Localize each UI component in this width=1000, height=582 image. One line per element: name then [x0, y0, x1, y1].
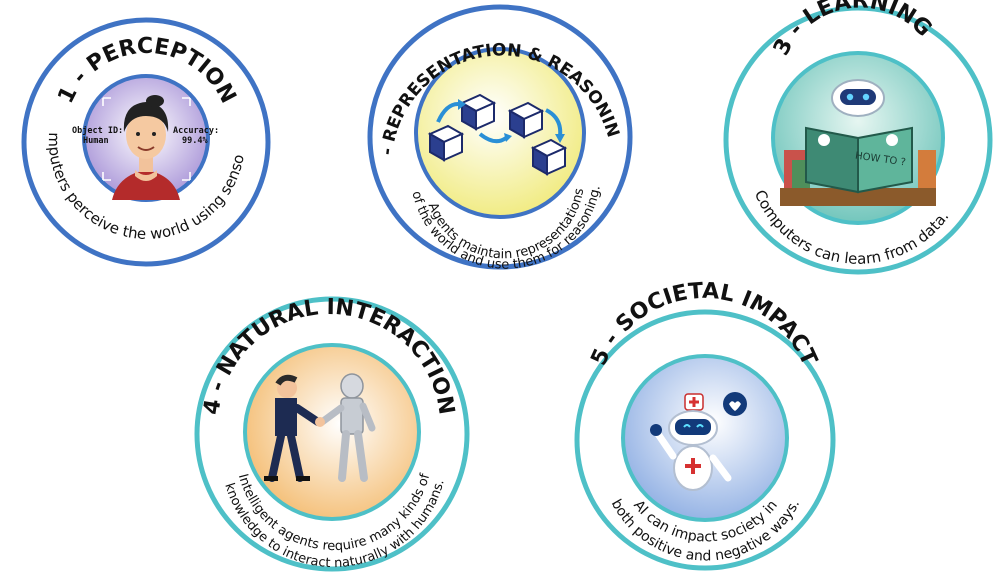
overlay-accuracy-value: 99.4% — [182, 136, 208, 146]
svg-text:99.4%: 99.4% — [182, 136, 208, 146]
badge-natural-interaction: 4 - NATURAL INTERACTION Intelligent agen… — [194, 295, 470, 572]
human-robot-handshake-icon — [264, 373, 376, 482]
svg-text:Accuracy:: Accuracy: — [173, 126, 219, 136]
svg-text:Object ID:: Object ID: — [72, 125, 123, 136]
badge-perception: Object ID: Human Accuracy: 99.4% 1 - PER… — [0, 0, 271, 267]
badge-societal-impact: 5 - SOCIETAL IMPACT AI can impact societ… — [574, 279, 836, 571]
overlay-object-id-label: Object ID: — [72, 125, 123, 136]
overlay-accuracy-label: Accuracy: — [173, 126, 219, 136]
face-recognition-icon — [102, 95, 191, 200]
badge-inner-image-circle — [243, 343, 421, 521]
dice-reasoning-icon — [427, 93, 568, 176]
svg-text:Human: Human — [83, 136, 109, 146]
overlay-object-id-value: Human — [83, 136, 109, 146]
badge-learning: HOW TO ? 3 - LEARNING Computers can lear… — [723, 0, 993, 275]
medical-robot-icon — [650, 392, 747, 491]
badge-inner-image-circle — [414, 47, 586, 219]
robot-reading-book-icon: HOW TO ? — [780, 79, 936, 206]
